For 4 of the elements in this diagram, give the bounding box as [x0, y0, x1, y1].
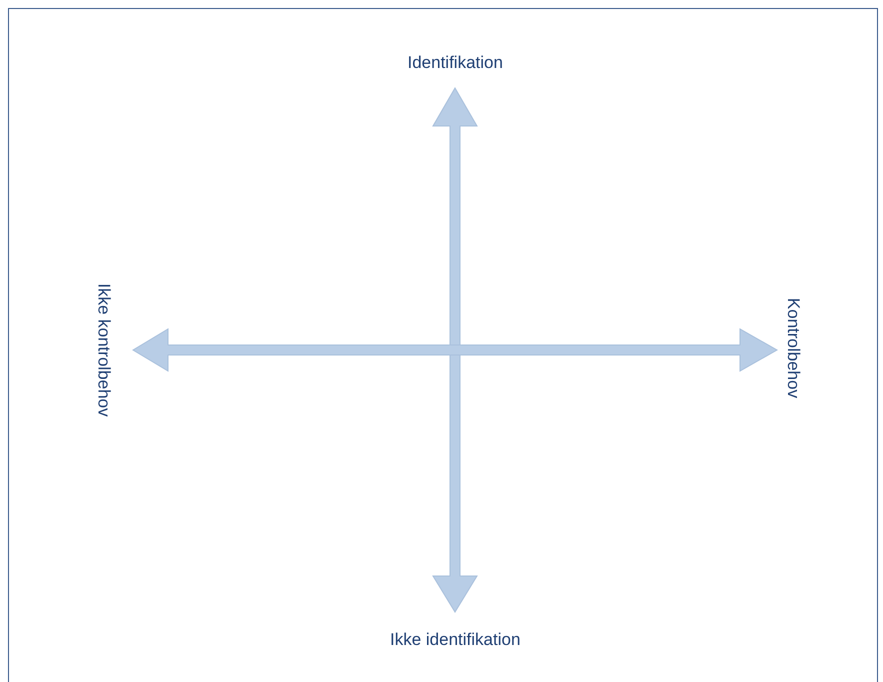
- axis-label: Identifikation: [408, 53, 503, 73]
- axis-label: Ikke kontrolbehov: [93, 283, 114, 417]
- axis-label: Kontrolbehov: [783, 298, 804, 398]
- axis-label: Ikke identifikation: [390, 630, 520, 650]
